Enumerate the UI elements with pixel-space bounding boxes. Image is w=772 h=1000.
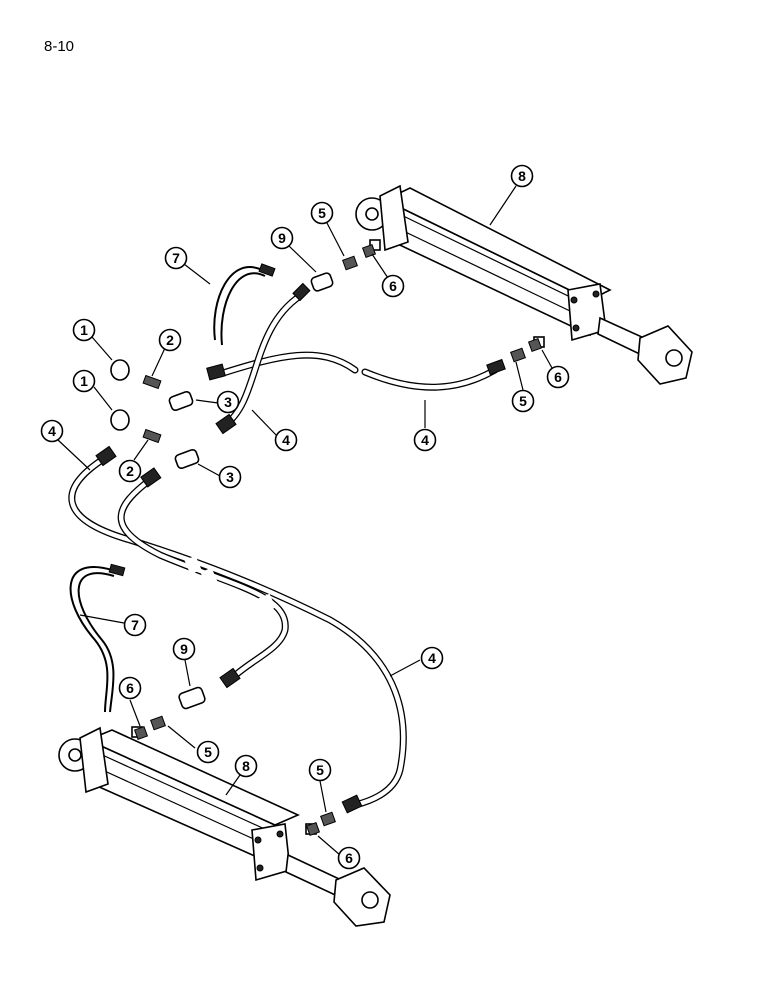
- svg-text:2: 2: [126, 463, 134, 479]
- page-number: 8-10: [44, 38, 75, 55]
- svg-text:6: 6: [554, 369, 562, 385]
- svg-text:6: 6: [389, 278, 397, 294]
- svg-text:8: 8: [242, 758, 250, 774]
- callout-6-upper-rear: 6: [546, 365, 570, 389]
- callout-4-lower: 4: [420, 646, 444, 670]
- svg-text:5: 5: [519, 393, 527, 409]
- small-parts: [110, 243, 543, 837]
- svg-text:5: 5: [204, 744, 212, 760]
- callout-5-upper-rear: 5: [511, 389, 535, 413]
- svg-text:3: 3: [224, 394, 232, 410]
- callout-1-lower: 1: [72, 369, 96, 393]
- callout-7-upper: 7: [164, 246, 188, 270]
- callouts: 8 9 5 6 7 1 2 3 4 1 4 4 2 3 5 6 7 9 4 6 …: [40, 164, 570, 870]
- svg-text:4: 4: [48, 423, 56, 439]
- callout-8-lower: 8: [234, 754, 258, 778]
- callout-4-center: 4: [274, 428, 298, 452]
- callout-5-upper-front: 5: [310, 201, 334, 225]
- callout-3-upper: 3: [216, 390, 240, 414]
- wire-harnesses: [69, 263, 276, 713]
- callout-4-right: 4: [413, 428, 437, 452]
- callout-9-lower: 9: [172, 637, 196, 661]
- callout-2-lower: 2: [118, 459, 142, 483]
- svg-text:3: 3: [226, 469, 234, 485]
- svg-text:4: 4: [282, 432, 290, 448]
- svg-text:7: 7: [172, 250, 180, 266]
- svg-text:8: 8: [518, 168, 526, 184]
- svg-text:9: 9: [278, 230, 286, 246]
- svg-text:6: 6: [345, 850, 353, 866]
- upper-cylinder: [355, 184, 693, 385]
- svg-text:7: 7: [131, 617, 139, 633]
- callout-7-lower: 7: [123, 613, 147, 637]
- leader-lines: [57, 185, 553, 856]
- svg-text:4: 4: [421, 432, 429, 448]
- hoses: [68, 282, 506, 814]
- svg-text:6: 6: [126, 680, 134, 696]
- callout-5-lower-rear: 5: [308, 758, 332, 782]
- callout-5-lower-front: 5: [196, 740, 220, 764]
- callout-4-left: 4: [40, 419, 64, 443]
- callout-6-lower-front: 6: [118, 676, 142, 700]
- callout-2-upper: 2: [158, 328, 182, 352]
- callout-6-upper-front: 6: [381, 274, 405, 298]
- svg-text:9: 9: [180, 641, 188, 657]
- svg-text:1: 1: [80, 373, 88, 389]
- callout-9-upper: 9: [270, 226, 294, 250]
- callout-8-upper: 8: [510, 164, 534, 188]
- svg-text:1: 1: [80, 322, 88, 338]
- svg-text:5: 5: [318, 205, 326, 221]
- svg-text:4: 4: [428, 650, 436, 666]
- svg-text:5: 5: [316, 762, 324, 778]
- lower-cylinder: [58, 726, 391, 927]
- callout-1-upper: 1: [72, 318, 96, 342]
- callout-6-lower-rear: 6: [337, 846, 361, 870]
- svg-text:2: 2: [166, 332, 174, 348]
- callout-3-lower: 3: [218, 465, 242, 489]
